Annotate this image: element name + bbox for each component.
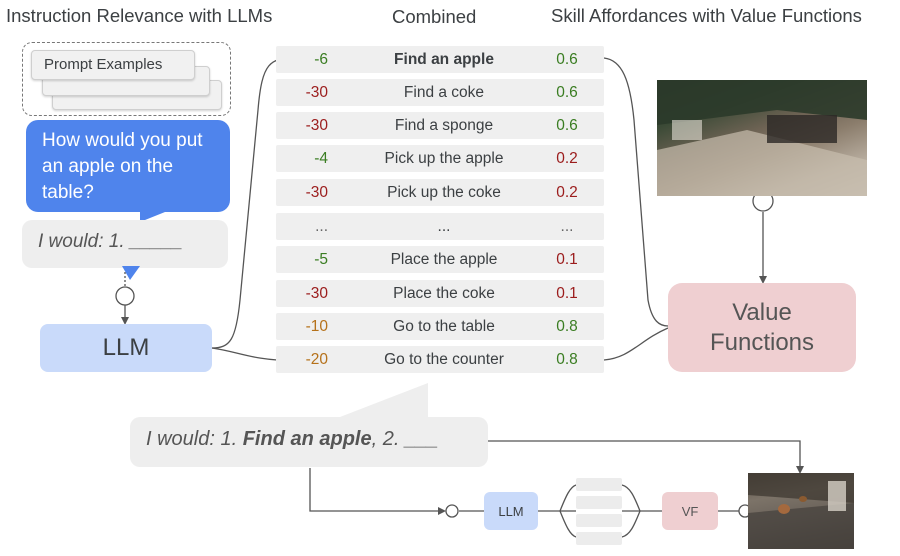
table-row: -4 Pick up the apple 0.2 (276, 145, 604, 172)
skill-name: Go to the counter (384, 351, 504, 368)
affordance-value: 0.2 (556, 150, 578, 167)
llm-score: -4 (314, 150, 328, 167)
table-row: -30 Place the coke 0.1 (276, 280, 604, 307)
table-row: -30 Find a coke 0.6 (276, 79, 604, 106)
skill-name: Find an apple (394, 51, 494, 68)
llm-box: LLM (40, 324, 212, 372)
response-bubble: I would: 1. _____ (22, 220, 228, 268)
table-row: -20 Go to the counter 0.8 (276, 346, 604, 373)
llm-score: -5 (314, 251, 328, 268)
llm-score: -10 (305, 318, 328, 335)
affordance-value: 0.6 (556, 117, 578, 134)
skill-name: Find a sponge (394, 117, 494, 134)
small-llm-label: LLM (498, 503, 524, 519)
affordance-value: 0.6 (556, 51, 578, 68)
table-row: -30 Pick up the coke 0.2 (276, 179, 604, 206)
table-row: -30 Find a sponge 0.6 (276, 112, 604, 139)
mini-option-3 (576, 514, 622, 527)
table-row: ......... (276, 213, 604, 240)
value-functions-label: Value Functions (709, 298, 815, 356)
value-functions-box: Value Functions (668, 283, 856, 372)
bracket-right (603, 57, 669, 327)
table-row: -6 Find an apple 0.6 (276, 46, 604, 73)
response-bubble-tail (122, 266, 140, 280)
mini-option-2 (576, 496, 622, 509)
llm-score: -30 (305, 184, 328, 201)
affordance-value: ... (560, 218, 574, 235)
small-vf-label: VF (681, 503, 699, 519)
prompt-examples-label: Prompt Examples (44, 56, 163, 73)
skill-name: Go to the table (393, 318, 495, 335)
bracket-right-bottom (603, 327, 669, 361)
robot-camera-image (657, 80, 867, 196)
table-row: -5 Place the apple 0.1 (276, 246, 604, 273)
mini-option-1 (576, 478, 622, 491)
prompt-card-front: Prompt Examples (31, 50, 195, 80)
question-bubble-tail (140, 210, 170, 222)
llm-score: -30 (305, 117, 328, 134)
llm-input-node (115, 286, 135, 306)
llm-score: ... (315, 218, 328, 235)
bottom-bubble-tail (340, 383, 428, 417)
affordance-value: 0.1 (556, 285, 578, 302)
skill-name: Find a coke (403, 84, 485, 101)
affordance-value: 0.2 (556, 184, 578, 201)
plan-bold-step: Find an apple (242, 428, 372, 450)
small-llm-box: LLM (484, 492, 538, 530)
table-row: -10 Go to the table 0.8 (276, 313, 604, 340)
llm-score: -6 (314, 51, 328, 68)
skill-name: Pick up the apple (384, 150, 504, 167)
title-combined: Combined (392, 6, 477, 27)
prompt-examples-frame (22, 42, 231, 116)
affordance-value: 0.1 (556, 251, 578, 268)
bottom-llm-node (445, 504, 459, 518)
small-vf-box: VF (662, 492, 718, 530)
skill-name: Pick up the coke (387, 184, 501, 201)
affordance-value: 0.8 (556, 351, 578, 368)
affordance-value: 0.6 (556, 84, 578, 101)
title-instruction-relevance: Instruction Relevance with LLMs (6, 5, 273, 26)
result-camera-image (748, 473, 854, 549)
plan-suffix: , 2. ___ (371, 428, 439, 450)
skill-name: Place the coke (393, 285, 495, 302)
llm-score: -30 (305, 84, 328, 101)
plan-bubble: I would: 1. Find an apple, 2. ___ (130, 417, 488, 467)
skill-name: ... (437, 218, 451, 235)
title-skill-affordances: Skill Affordances with Value Functions (551, 5, 862, 26)
llm-score: -30 (305, 285, 328, 302)
llm-label: LLM (102, 334, 150, 361)
question-text: How would you put an apple on the table? (42, 130, 203, 203)
affordance-value: 0.8 (556, 318, 578, 335)
skill-name: Place the apple (390, 251, 498, 268)
question-bubble: How would you put an apple on the table? (26, 120, 230, 212)
mini-option-4 (576, 532, 622, 545)
llm-score: -20 (305, 351, 328, 368)
response-text: I would: 1. _____ (38, 231, 183, 252)
plan-prefix: I would: 1. (146, 428, 243, 450)
